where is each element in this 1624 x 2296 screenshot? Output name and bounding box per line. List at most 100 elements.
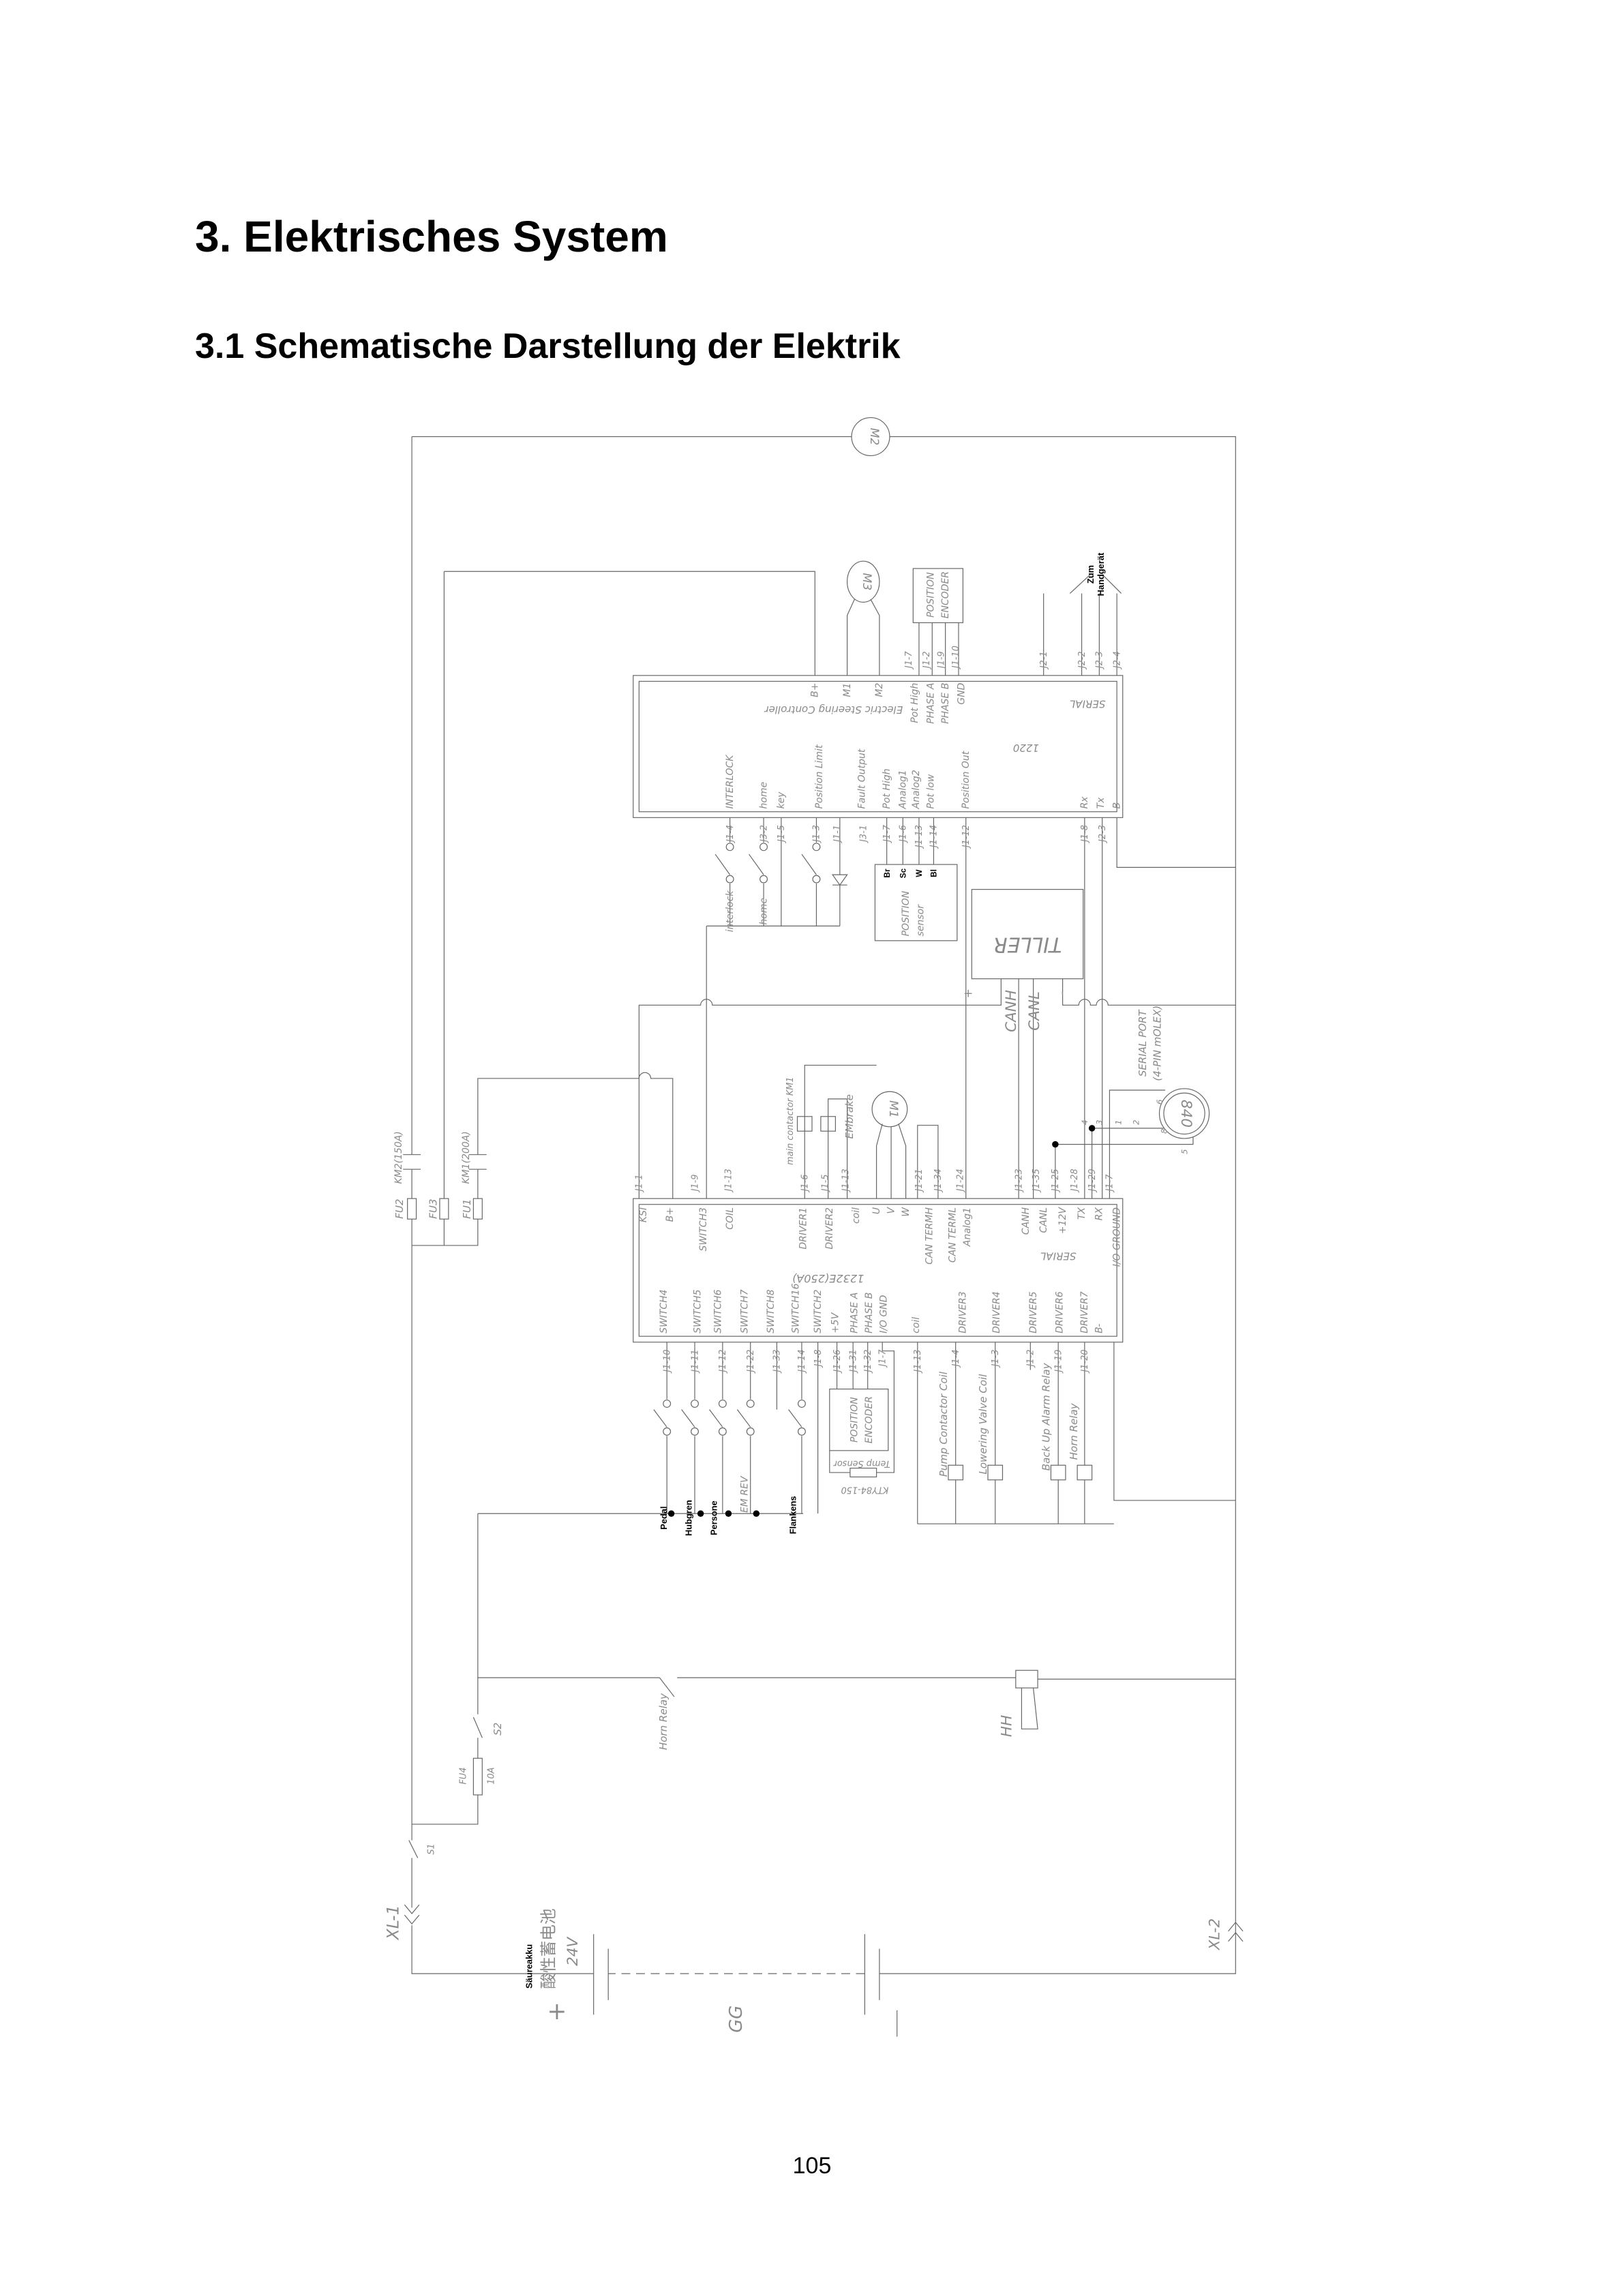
schematic-label: CANL (1026, 991, 1043, 1031)
schematic-label: FU4 (459, 1767, 469, 1784)
schematic-label: J2-2 (1077, 651, 1087, 670)
schematic-label: DRIVER6 (1055, 1291, 1066, 1333)
terminal (797, 1427, 806, 1436)
horn-body (1021, 1687, 1038, 1729)
serial-port-inner (1163, 1092, 1205, 1135)
schematic-label: SWITCH2 (813, 1289, 824, 1333)
schematic-label: - (1055, 991, 1069, 995)
schematic-label: GG (726, 2006, 747, 2033)
terminal (663, 1427, 672, 1436)
position-encoder-bottom (829, 1388, 889, 1451)
relay-coil (948, 1464, 964, 1481)
schematic-label: FU2 (393, 1199, 406, 1219)
schematic-label: J1-4 (951, 1350, 961, 1369)
schematic-label: J1-5 (777, 825, 787, 844)
schematic-label: Position Out (961, 751, 972, 809)
wire (444, 571, 815, 676)
schematic-label: SWITCH16 (791, 1283, 802, 1333)
schematic-label: 4 (1080, 1120, 1089, 1126)
schematic-label: 10A (486, 1767, 496, 1784)
schematic-label: J1-23 (1014, 1168, 1024, 1193)
em-brake-coil (820, 1116, 836, 1132)
schematic-label: DRIVER3 (958, 1291, 969, 1333)
schematic-label: XL-2 (1207, 1918, 1224, 1950)
schematic-label: J1-2 (922, 651, 932, 670)
schematic-label: 6 (1155, 1100, 1164, 1105)
schematic-label: J1-11 (690, 1350, 700, 1374)
wire (477, 1513, 660, 1678)
schematic-label: DRIVER4 (991, 1291, 1002, 1333)
schematic-label: SERIAL PORT (1137, 1009, 1149, 1077)
diode (831, 817, 848, 926)
schematic-label: I/O GND (879, 1295, 890, 1333)
schematic-label: Pump Contactor Coil (937, 1371, 950, 1477)
schematic-label: SWITCH3 (698, 1207, 709, 1251)
page-number: 105 (792, 2153, 832, 2179)
schematic-label: J1-7 (877, 1349, 888, 1369)
handset-lines (1069, 574, 1122, 594)
wire (1113, 1342, 1236, 1501)
schematic-label: Tx (1096, 797, 1107, 809)
schematic-label: 酸性蓄电池 (539, 1909, 558, 1989)
schematic-label: S2 (492, 1723, 504, 1736)
schematic-label: KSI (638, 1207, 649, 1222)
schematic-label: J1-21 (914, 1168, 924, 1193)
schematic-label: Analog1 (962, 1207, 973, 1247)
junction-dot (667, 1510, 675, 1517)
schematic-label: Persone (708, 1500, 719, 1535)
schematic-label: J1-33 (772, 1350, 783, 1374)
terminal (812, 843, 821, 851)
wire (1062, 978, 1236, 1006)
switch-blade (801, 854, 817, 875)
schematic-label: home (758, 898, 769, 925)
terminal (691, 1427, 699, 1436)
relay-coil (987, 1464, 1004, 1481)
schematic-label: J1-6 (899, 825, 909, 844)
schematic-label: main contactor KM1 (785, 1077, 796, 1165)
schematic-label: Electric Steering Controller (764, 704, 903, 716)
horn (1015, 1670, 1038, 1689)
schematic-label: Pot High (882, 768, 892, 809)
controller-1220 (633, 675, 1124, 818)
schematic-label: J1-9 (690, 1175, 700, 1194)
schematic-label: POSITION (901, 890, 912, 936)
schematic-label: J2-4 (1112, 651, 1122, 670)
schematic-label: J1-34 (933, 1168, 944, 1193)
switch-blade (749, 854, 764, 875)
schematic-label: B+ (810, 683, 821, 697)
schematic-label: J1-14 (929, 825, 939, 849)
schematic-label: POSITION (925, 572, 936, 618)
schematic-label: Handgerät (1096, 552, 1106, 596)
schematic-label: CANH (1021, 1207, 1032, 1235)
terminal (718, 1400, 727, 1408)
schematic-label: W (914, 869, 924, 877)
schematic-label: Back Up Alarm Relay (1040, 1362, 1052, 1470)
tiller-box (971, 889, 1084, 980)
battery-plate-minus (864, 1934, 880, 2015)
motor-m1 (871, 1091, 908, 1128)
schematic-label: J1-4 (725, 825, 736, 844)
controller-1232e (633, 1198, 1124, 1343)
schematic-label: J1-13 (914, 825, 924, 849)
schematic-label: J1-13 (724, 1168, 734, 1193)
schematic-label: TILLER (993, 933, 1062, 956)
schematic-label: J1-26 (832, 1350, 843, 1374)
schematic-label: SWITCH4 (659, 1289, 670, 1333)
schematic-label: FU3 (427, 1199, 440, 1219)
schematic-label: J1-20 (1080, 1350, 1090, 1374)
schematic-label: Analog1 (898, 770, 909, 809)
schematic-label: J1-31 (848, 1350, 858, 1374)
schematic-label: J1-24 (955, 1168, 965, 1193)
schematic-label: 1220 (1013, 742, 1039, 754)
schematic-label: DRIVER7 (1079, 1291, 1090, 1333)
switch-blade (788, 1409, 802, 1428)
schematic-label: J1-10 (951, 646, 961, 670)
wire (829, 1450, 850, 1473)
schematic-label: Position Limit (814, 744, 825, 809)
schematic-label: SERIAL (1040, 1250, 1077, 1263)
switch-s1 (408, 1840, 419, 1858)
schematic-label: 2 (1131, 1120, 1141, 1126)
schematic-label: CANL (1038, 1207, 1049, 1233)
schematic-label: RX (1094, 1207, 1105, 1221)
